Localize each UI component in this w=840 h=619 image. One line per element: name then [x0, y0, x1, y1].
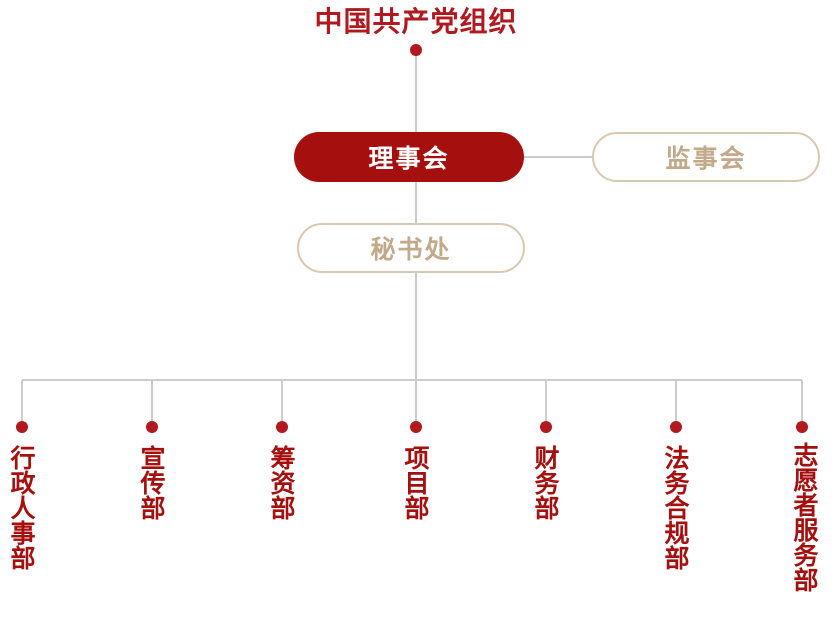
node-dot — [796, 421, 808, 433]
supervisory-board-label: 监事会 — [665, 144, 747, 173]
council-label: 理事会 — [368, 144, 450, 173]
department-finance: 财务部 — [531, 445, 560, 520]
department-publicity: 宣传部 — [137, 445, 166, 520]
node-dot — [146, 421, 158, 433]
department-legal-compliance: 法务合规部 — [661, 445, 690, 570]
department-projects: 项目部 — [401, 445, 430, 520]
node-dot — [670, 421, 682, 433]
department-fundraising: 筹资部 — [267, 445, 296, 520]
secretariat-label: 秘书处 — [370, 235, 452, 264]
org-title: 中国共产党组织 — [314, 5, 518, 38]
department-volunteer-services: 志愿者服务部 — [790, 442, 819, 592]
node-dot — [276, 421, 288, 433]
node-dot — [410, 421, 422, 433]
node-dot — [16, 421, 28, 433]
node-dot-top — [410, 44, 422, 56]
council-node: 理事会 — [294, 132, 524, 182]
supervisory-board-node: 监事会 — [592, 132, 820, 182]
node-dot — [540, 421, 552, 433]
secretariat-node: 秘书处 — [297, 223, 525, 273]
department-admin-hr: 行政人事部 — [7, 445, 36, 570]
